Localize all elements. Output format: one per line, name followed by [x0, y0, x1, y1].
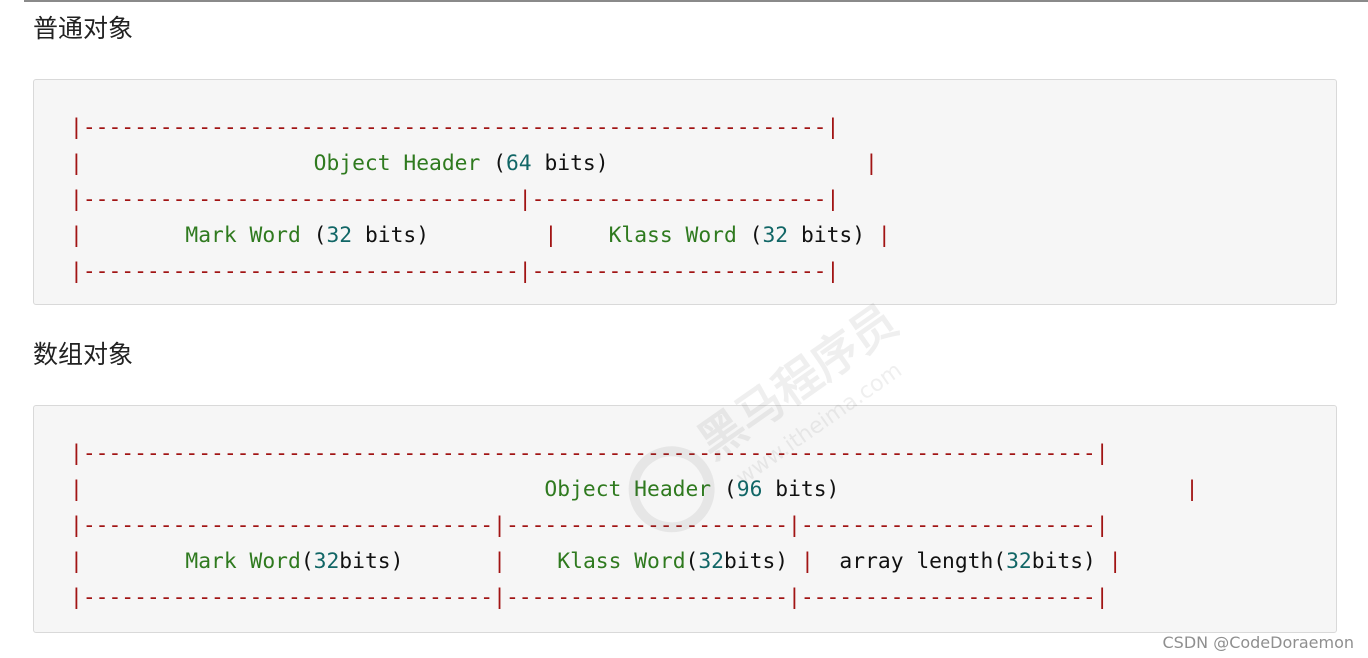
code-token-dash: | — [70, 549, 83, 574]
code-token-txt — [83, 223, 186, 248]
code-token-dash: | — [1185, 477, 1199, 502]
code-token-txt — [403, 549, 493, 574]
code-token-txt: bits) — [762, 477, 840, 502]
code-token-num: 32 — [1006, 549, 1032, 574]
code-token-dash: | — [70, 477, 83, 502]
code-token-dash: |--------------------------------|------… — [70, 513, 1109, 538]
code-token-dash: | — [70, 151, 83, 176]
code-token-txt: ( — [300, 223, 327, 248]
code-token-kw: Klass Word — [557, 549, 686, 574]
code-token-txt: ( — [685, 549, 699, 574]
code-token-txt: ( — [300, 549, 314, 574]
code-token-txt — [609, 151, 865, 176]
code-token-txt — [839, 477, 1185, 502]
code-token-txt: bits) — [531, 151, 609, 176]
code-block-array-object: |---------------------------------------… — [33, 405, 1337, 633]
code-token-txt — [429, 223, 544, 248]
code-token-dash: | — [865, 151, 878, 176]
code-token-num: 96 — [736, 477, 763, 502]
code-token-dash: | — [544, 223, 558, 248]
code-token-txt: bits) — [339, 549, 404, 574]
code-token-dash: | — [877, 223, 891, 248]
code-token-txt: bits) — [352, 223, 430, 248]
code-token-num: 32 — [698, 549, 724, 574]
top-divider — [24, 0, 1368, 2]
code-token-kw: Mark Word — [185, 549, 301, 574]
code-token-dash: | — [1108, 549, 1122, 574]
code-token-txt: ( — [736, 223, 763, 248]
code-token-dash: |---------------------------------------… — [70, 115, 840, 140]
code-token-dash: |----------------------------------|----… — [70, 259, 840, 284]
code-normal-object: |---------------------------------------… — [70, 110, 891, 290]
code-token-txt — [83, 151, 314, 176]
heading-normal-object: 普通对象 — [33, 14, 134, 43]
code-token-txt — [83, 549, 186, 574]
code-token-kw: Object Header — [313, 151, 481, 176]
code-token-txt: array length( — [839, 549, 1007, 574]
code-token-num: 32 — [326, 223, 353, 248]
code-token-txt: ( — [711, 477, 737, 502]
code-token-txt — [557, 223, 608, 248]
code-token-num: 32 — [762, 223, 789, 248]
code-token-dash: | — [800, 549, 814, 574]
code-token-num: 32 — [313, 549, 340, 574]
heading-array-object: 数组对象 — [33, 340, 134, 369]
code-array-object: |---------------------------------------… — [70, 436, 1198, 616]
code-token-dash: | — [70, 223, 83, 248]
code-token-kw: Mark Word — [185, 223, 301, 248]
code-token-kw: Object Header — [544, 477, 712, 502]
code-token-dash: |---------------------------------------… — [70, 441, 1109, 466]
code-block-normal-object: |---------------------------------------… — [33, 79, 1337, 305]
code-token-txt: bits) — [788, 223, 878, 248]
code-token-dash: |----------------------------------|----… — [70, 187, 840, 212]
code-token-dash: | — [493, 549, 506, 574]
code-token-txt — [814, 549, 840, 574]
code-token-txt: ( — [480, 151, 506, 176]
code-token-txt — [506, 549, 557, 574]
code-token-num: 64 — [505, 151, 532, 176]
code-token-dash: |--------------------------------|------… — [70, 585, 1109, 610]
code-token-kw: Klass Word — [608, 223, 737, 248]
credit-text: CSDN @CodeDoraemon — [1162, 633, 1354, 652]
code-token-txt: bits) — [724, 549, 801, 574]
code-token-txt — [83, 477, 545, 502]
code-token-txt: bits) — [1031, 549, 1109, 574]
